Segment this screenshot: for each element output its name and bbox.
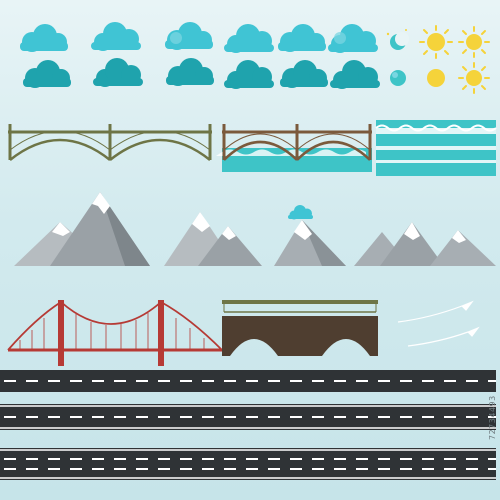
cloud-icon	[288, 205, 313, 220]
watermark-id: 72734493	[488, 395, 497, 440]
mountain-group-3	[274, 205, 346, 266]
cloud-icon	[93, 58, 143, 87]
cloud-icon	[166, 58, 214, 86]
sun-icon	[458, 26, 490, 58]
cloud-row-light	[20, 22, 378, 53]
cloud-icon	[330, 60, 380, 89]
cloud-icon	[23, 60, 71, 88]
stone-arch-bridge	[222, 300, 378, 356]
cloud-icon	[91, 22, 141, 51]
cloud-row-dark	[23, 58, 380, 89]
sun-icon	[419, 25, 453, 59]
airplane-group	[397, 300, 480, 347]
weather-icons	[386, 25, 490, 94]
cloud-icon	[280, 60, 328, 88]
water-pattern	[375, 120, 497, 176]
arch-bridge-brown	[216, 124, 372, 172]
moon-icon	[386, 29, 409, 50]
road-group	[0, 370, 496, 480]
arch-bridge-olive	[8, 124, 212, 161]
road-icon	[0, 448, 496, 480]
airplane-icon	[397, 300, 474, 323]
mountain-group-2	[164, 212, 262, 266]
sun-icon	[427, 69, 445, 87]
cloud-icon	[224, 24, 274, 53]
cloud-icon	[224, 60, 274, 89]
sun-icon	[458, 62, 490, 94]
suspension-bridge	[7, 300, 223, 366]
airplane-icon	[407, 326, 480, 347]
road-icon	[0, 370, 496, 392]
mountain-group-4	[354, 222, 496, 266]
road-icon	[0, 404, 496, 430]
cloud-icon	[278, 24, 326, 52]
cloud-icon	[20, 24, 68, 52]
moon-icon	[390, 70, 406, 86]
mountain-group-1	[14, 192, 150, 266]
